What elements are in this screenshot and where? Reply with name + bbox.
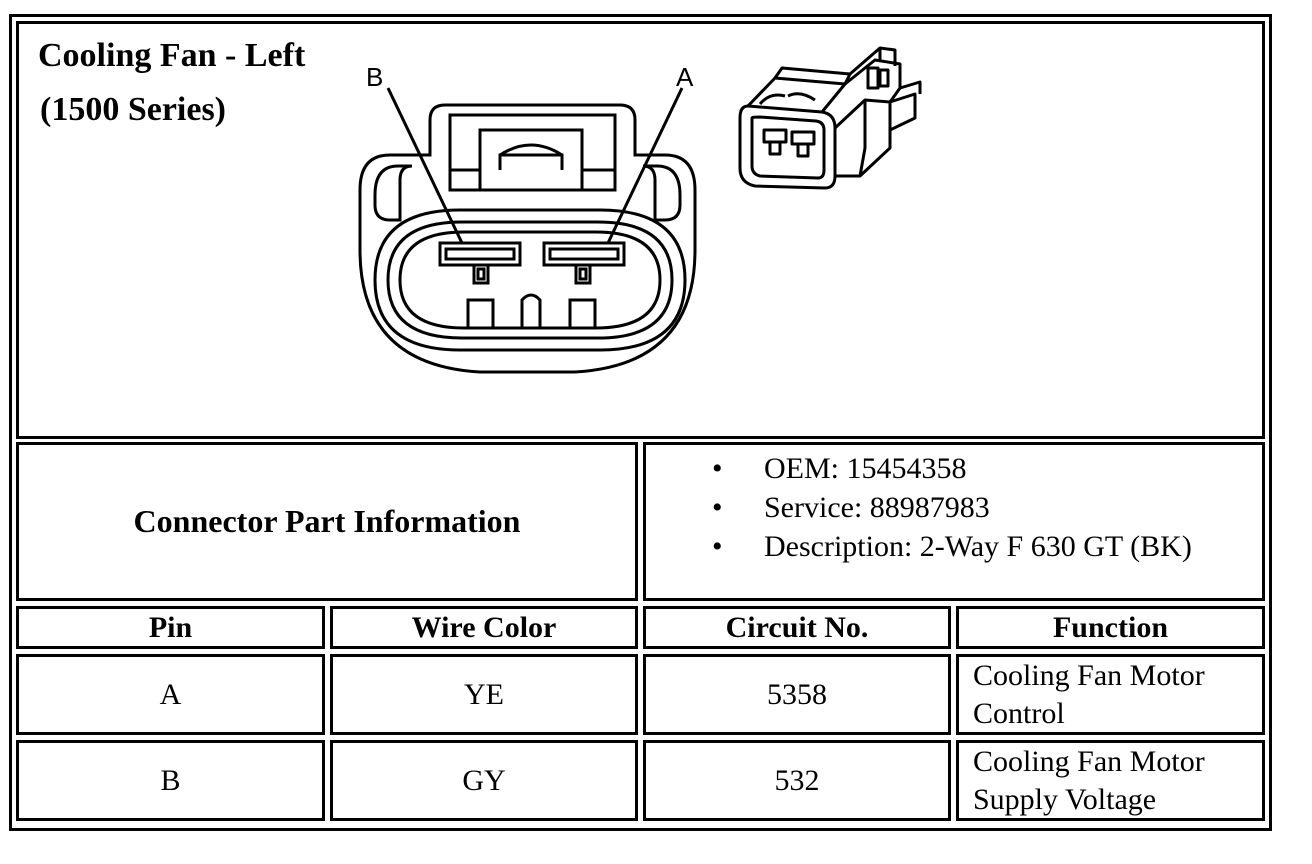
connector-info-list-cell: OEM: 15454358 Service: 88987983 Descript… xyxy=(643,442,1265,601)
page-subtitle: (1500 Series) xyxy=(40,91,227,128)
connector-info-oem: OEM: 15454358 xyxy=(704,449,1192,488)
iso-cavity-left xyxy=(762,128,788,144)
connector-info-list: OEM: 15454358 Service: 88987983 Descript… xyxy=(704,449,1192,566)
connector-info-label-cell: Connector Part Information xyxy=(16,442,638,601)
table-row-b-function: Cooling Fan Motor Supply Voltage xyxy=(956,740,1265,821)
connector-inner-shell xyxy=(373,164,413,222)
table-row-a-circuit: 5358 xyxy=(643,654,951,735)
table-row-b-function-line1: Cooling Fan Motor xyxy=(973,745,1205,778)
header-wire-color: Wire Color xyxy=(330,606,638,649)
page-title: Cooling Fan - Left xyxy=(38,37,306,74)
connector-body xyxy=(738,104,837,190)
table-row-b-wire-color: GY xyxy=(330,740,638,821)
header-circuit-no: Circuit No. xyxy=(643,606,951,649)
connector-info-label: Connector Part Information xyxy=(133,503,521,539)
table-row-b-pin: B xyxy=(16,740,325,821)
connector-info-description: Description: 2-Way F 630 GT (BK) xyxy=(704,527,1192,566)
table-row-a-function: Cooling Fan Motor Control xyxy=(956,654,1265,735)
table-row-a-pin: A xyxy=(16,654,325,735)
connector-info-service: Service: 88987983 xyxy=(704,488,1192,527)
table-row-a-function-line2: Control xyxy=(973,697,1065,730)
pin-b-cavity xyxy=(438,241,522,267)
connector-latch xyxy=(448,113,617,192)
pin-b-label: B xyxy=(366,62,383,92)
connector-face-diagram: B A xyxy=(358,62,697,374)
table-row-a-function-line1: Cooling Fan Motor xyxy=(973,659,1205,692)
connector-isometric-diagram xyxy=(738,46,922,190)
table-row-a-wire-color: YE xyxy=(330,654,638,735)
pin-a-leader xyxy=(606,87,684,244)
table-row-b-circuit: 532 xyxy=(643,740,951,821)
connector-seal-ring xyxy=(373,208,687,352)
pin-b-leader xyxy=(386,87,464,244)
pin-a-cavity xyxy=(542,241,626,267)
connector-outer-shell xyxy=(358,103,697,374)
header-pin: Pin xyxy=(16,606,325,649)
header-function: Function xyxy=(956,606,1265,649)
pin-a-label: A xyxy=(676,62,694,92)
table-row-b-function-line2: Supply Voltage xyxy=(973,783,1157,816)
iso-cavity-right xyxy=(790,130,816,146)
